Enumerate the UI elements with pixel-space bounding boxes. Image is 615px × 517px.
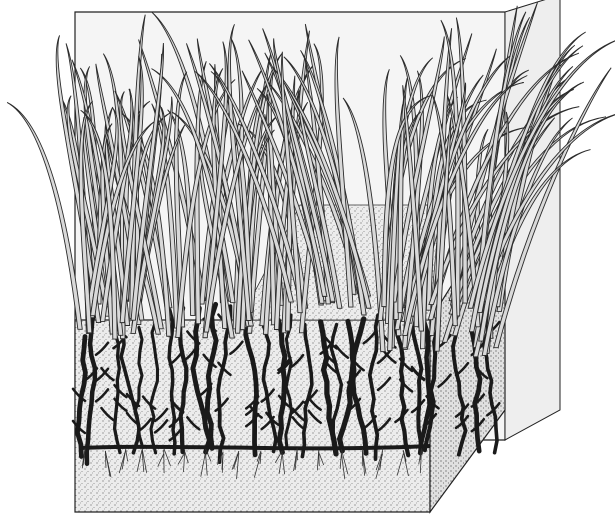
horizontal-rhizome [80,446,430,448]
